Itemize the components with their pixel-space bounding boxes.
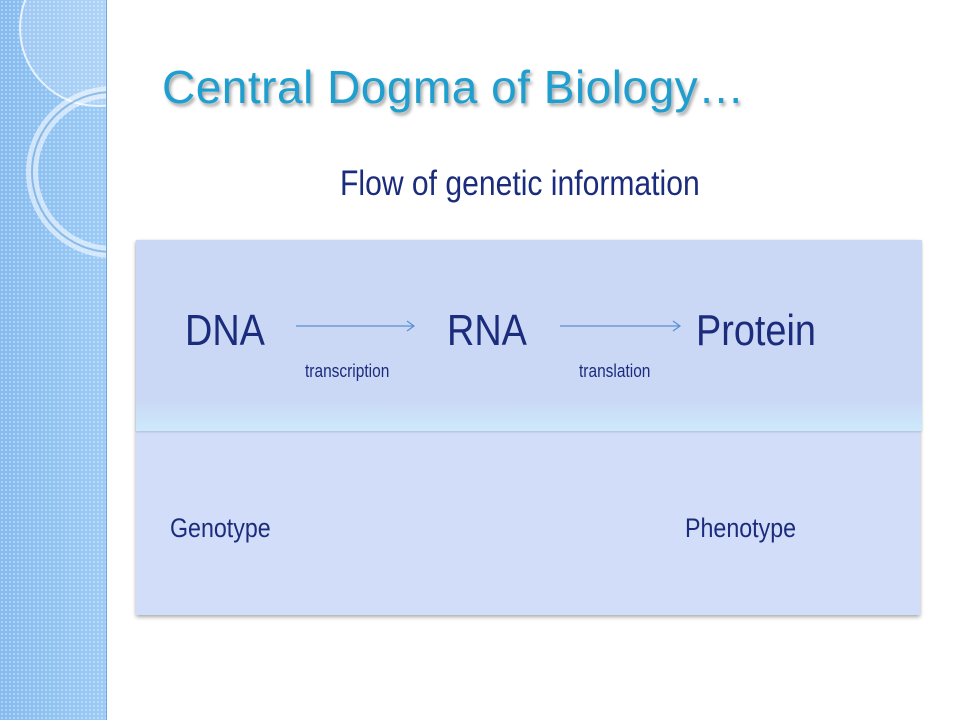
translation-label: translation: [579, 361, 651, 381]
transcription-label: transcription: [305, 361, 390, 381]
circle-decoration-icon: [19, 0, 106, 258]
slide-title: Central Dogma of Biology…: [162, 61, 745, 113]
protein-term: Protein: [696, 306, 816, 355]
rna-term: RNA: [447, 306, 527, 355]
flow-band: [136, 240, 922, 431]
transcription-arrow-icon: [296, 320, 416, 332]
dna-term: DNA: [185, 306, 265, 355]
content-panel: DNA RNA Protein transcription translatio…: [136, 240, 922, 615]
genotype-label: Genotype: [170, 513, 271, 543]
sidebar-decoration: [0, 0, 107, 720]
slide-subtitle: Flow of genetic information: [340, 164, 700, 203]
phenotype-label: Phenotype: [685, 513, 797, 543]
translation-arrow-icon: [560, 320, 682, 332]
